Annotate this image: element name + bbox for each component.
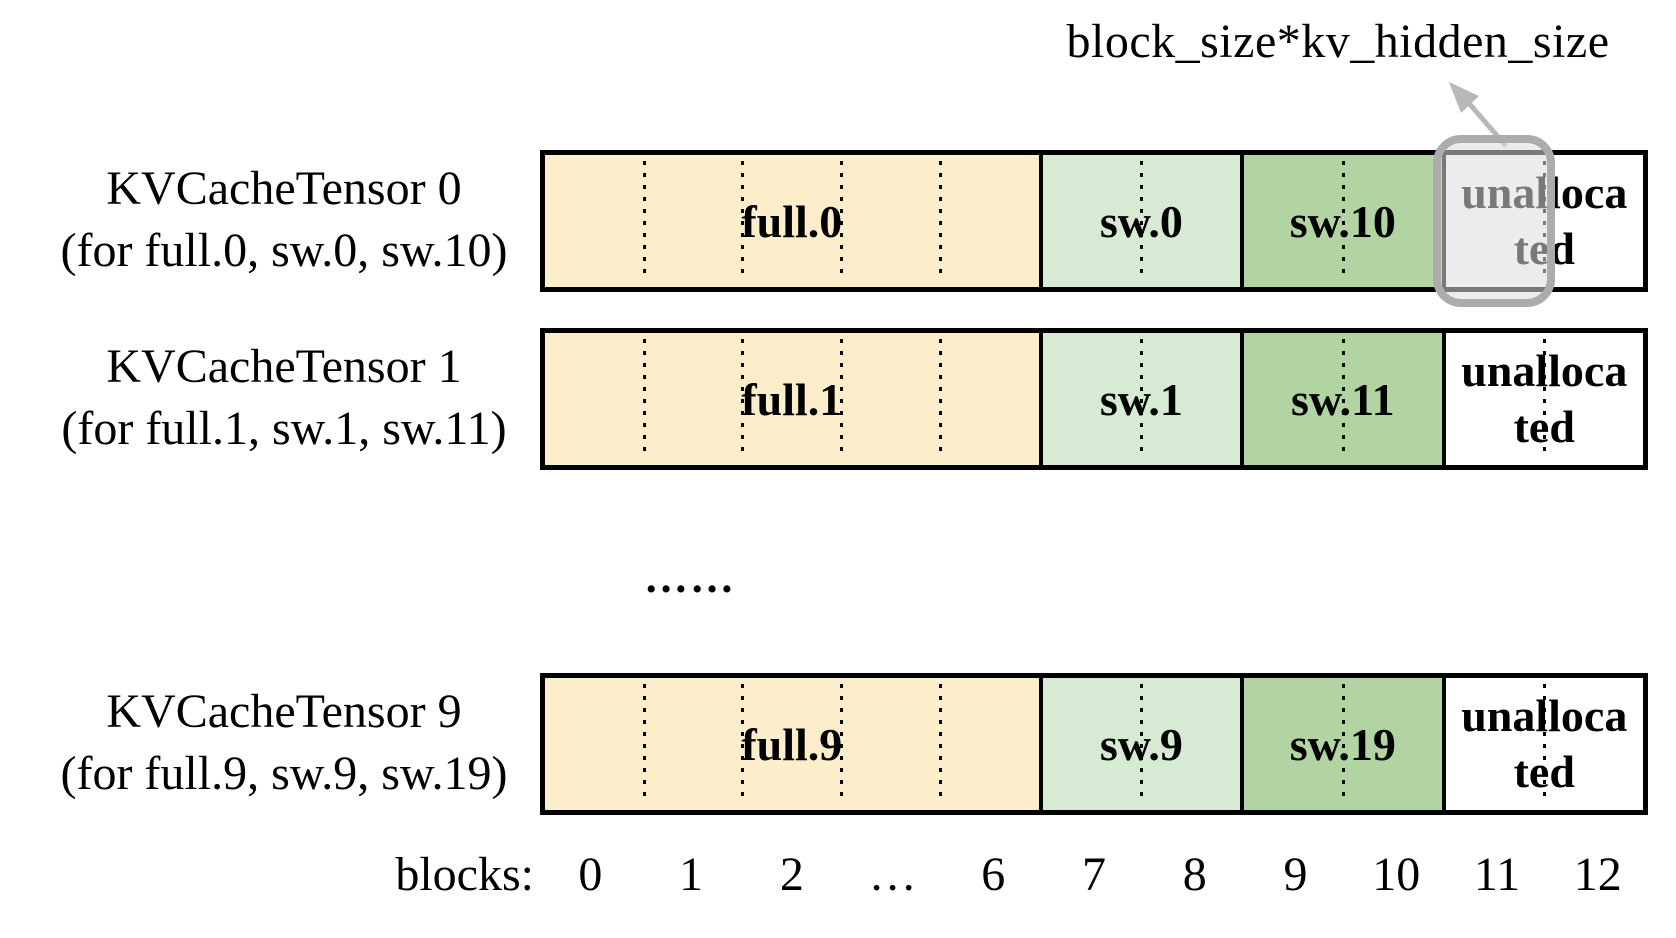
segment-label-line: ted xyxy=(1513,746,1575,797)
segment-label-line: unalloca xyxy=(1461,345,1628,396)
segment-sw-11: sw.11 xyxy=(1240,333,1442,465)
segment-sw-1: sw.1 xyxy=(1038,333,1241,465)
blocks-axis: 0 1 2 … 6 7 8 9 10 11 12 xyxy=(540,845,1648,905)
segment-sw-0: sw.0 xyxy=(1038,155,1241,287)
axis-tick: 9 xyxy=(1283,848,1308,901)
row-subtitle: (for full.0, sw.0, sw.10) xyxy=(60,224,508,277)
block-divider xyxy=(1543,339,1547,459)
tensor-9-bar: full.9 sw.9 sw.19 unalloca ted xyxy=(540,673,1648,815)
segment-unallocated: unalloca ted xyxy=(1441,333,1643,465)
row-label-tensor-0: KVCacheTensor 0 (for full.0, sw.0, sw.10… xyxy=(10,158,558,282)
axis-tick: 12 xyxy=(1573,848,1622,901)
block-size-annotation: block_size*kv_hidden_size xyxy=(1066,15,1610,68)
segment-label: sw.19 xyxy=(1289,718,1396,770)
segment-sw-10: sw.10 xyxy=(1240,155,1442,287)
axis-tick: 11 xyxy=(1473,848,1521,901)
segment-sw-9: sw.9 xyxy=(1038,678,1241,810)
block-divider xyxy=(1140,161,1144,281)
segment-full-9: full.9 xyxy=(545,678,1039,810)
axis-tick: 2 xyxy=(779,848,804,901)
block-divider xyxy=(741,339,745,459)
block-divider xyxy=(642,684,646,804)
segment-label: full.9 xyxy=(741,718,843,770)
segment-full-1: full.1 xyxy=(545,333,1039,465)
segment-unallocated: unalloca ted xyxy=(1441,678,1643,810)
row-label-tensor-1: KVCacheTensor 1 (for full.1, sw.1, sw.11… xyxy=(10,336,558,460)
block-divider xyxy=(1341,684,1345,804)
block-divider xyxy=(642,339,646,459)
segment-sw-19: sw.19 xyxy=(1240,678,1442,810)
rows-ellipsis: …… xyxy=(644,553,736,602)
axis-tick: 6 xyxy=(981,848,1006,901)
block-divider xyxy=(938,161,942,281)
segment-full-0: full.0 xyxy=(545,155,1039,287)
axis-tick: 7 xyxy=(1082,848,1107,901)
block-divider xyxy=(1140,339,1144,459)
segment-label: sw.1 xyxy=(1099,373,1183,425)
segment-label: sw.0 xyxy=(1099,195,1183,247)
row-subtitle: (for full.9, sw.9, sw.19) xyxy=(60,747,508,800)
block-divider xyxy=(840,684,844,804)
block-divider xyxy=(741,684,745,804)
block-divider xyxy=(938,339,942,459)
block-divider xyxy=(642,161,646,281)
axis-tick: 8 xyxy=(1182,848,1207,901)
axis-tick: … xyxy=(868,848,917,901)
segment-label: sw.11 xyxy=(1291,373,1395,425)
tensor-1-bar: full.1 sw.1 sw.11 unalloca ted xyxy=(540,328,1648,470)
axis-tick: 1 xyxy=(679,848,704,901)
blocks-axis-label: blocks: xyxy=(395,848,534,901)
block-divider xyxy=(1140,684,1144,804)
block-divider xyxy=(840,161,844,281)
block-divider xyxy=(1543,684,1547,804)
block-divider xyxy=(840,339,844,459)
block-divider xyxy=(741,161,745,281)
segment-label: sw.10 xyxy=(1289,195,1396,247)
row-label-tensor-9: KVCacheTensor 9 (for full.9, sw.9, sw.19… xyxy=(10,681,558,805)
segment-label: sw.9 xyxy=(1099,718,1183,770)
highlighted-block-outline xyxy=(1433,135,1555,307)
block-divider xyxy=(1341,339,1345,459)
block-divider xyxy=(938,684,942,804)
row-title: KVCacheTensor 1 xyxy=(106,340,462,393)
segment-label: full.0 xyxy=(741,195,843,247)
block-divider xyxy=(1341,161,1345,281)
axis-tick: 0 xyxy=(578,848,603,901)
row-title: KVCacheTensor 0 xyxy=(106,162,462,215)
axis-tick: 10 xyxy=(1372,848,1421,901)
segment-label-line: unalloca xyxy=(1461,690,1628,741)
segment-label-line: ted xyxy=(1513,401,1575,452)
row-subtitle: (for full.1, sw.1, sw.11) xyxy=(61,402,507,455)
segment-label: full.1 xyxy=(741,373,843,425)
row-title: KVCacheTensor 9 xyxy=(106,685,462,738)
